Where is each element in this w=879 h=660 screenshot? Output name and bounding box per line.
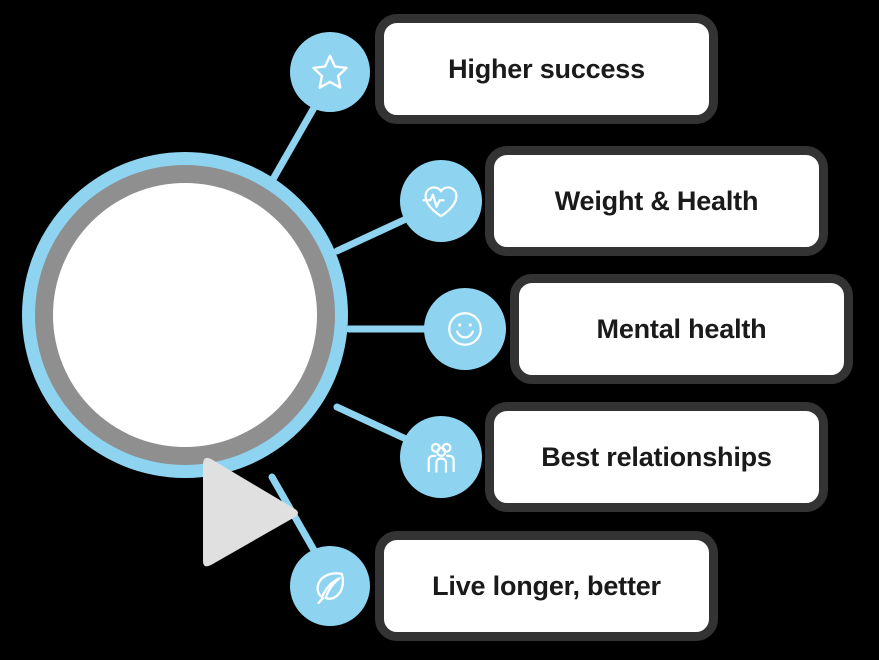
card-label: Mental health [596, 313, 767, 344]
leaf-icon [316, 572, 345, 605]
card-live-longer-better[interactable]: Live longer, better [375, 531, 718, 641]
bubble-heart-pulse[interactable] [400, 160, 482, 242]
card-label: Higher success [448, 53, 645, 84]
card-best-relationships[interactable]: Best relationships [485, 402, 828, 512]
bubble-star[interactable] [290, 32, 370, 112]
people-group-icon [427, 442, 455, 473]
star-icon [312, 54, 348, 89]
heart-pulse-icon [422, 186, 458, 218]
smiley-icon [448, 312, 482, 346]
bubble-smiley[interactable] [424, 288, 506, 370]
card-weight-health[interactable]: Weight & Health [485, 146, 828, 256]
bubble-leaf[interactable] [290, 546, 370, 626]
card-mental-health[interactable]: Mental health [510, 274, 853, 384]
card-label: Live longer, better [432, 570, 661, 601]
card-label: Weight & Health [554, 185, 759, 216]
bubble-people-group[interactable] [400, 416, 482, 498]
card-higher-success[interactable]: Higher success [375, 14, 718, 124]
play-button[interactable] [53, 183, 317, 567]
play-triangle-icon [203, 457, 298, 567]
card-label: Best relationships [541, 441, 772, 472]
